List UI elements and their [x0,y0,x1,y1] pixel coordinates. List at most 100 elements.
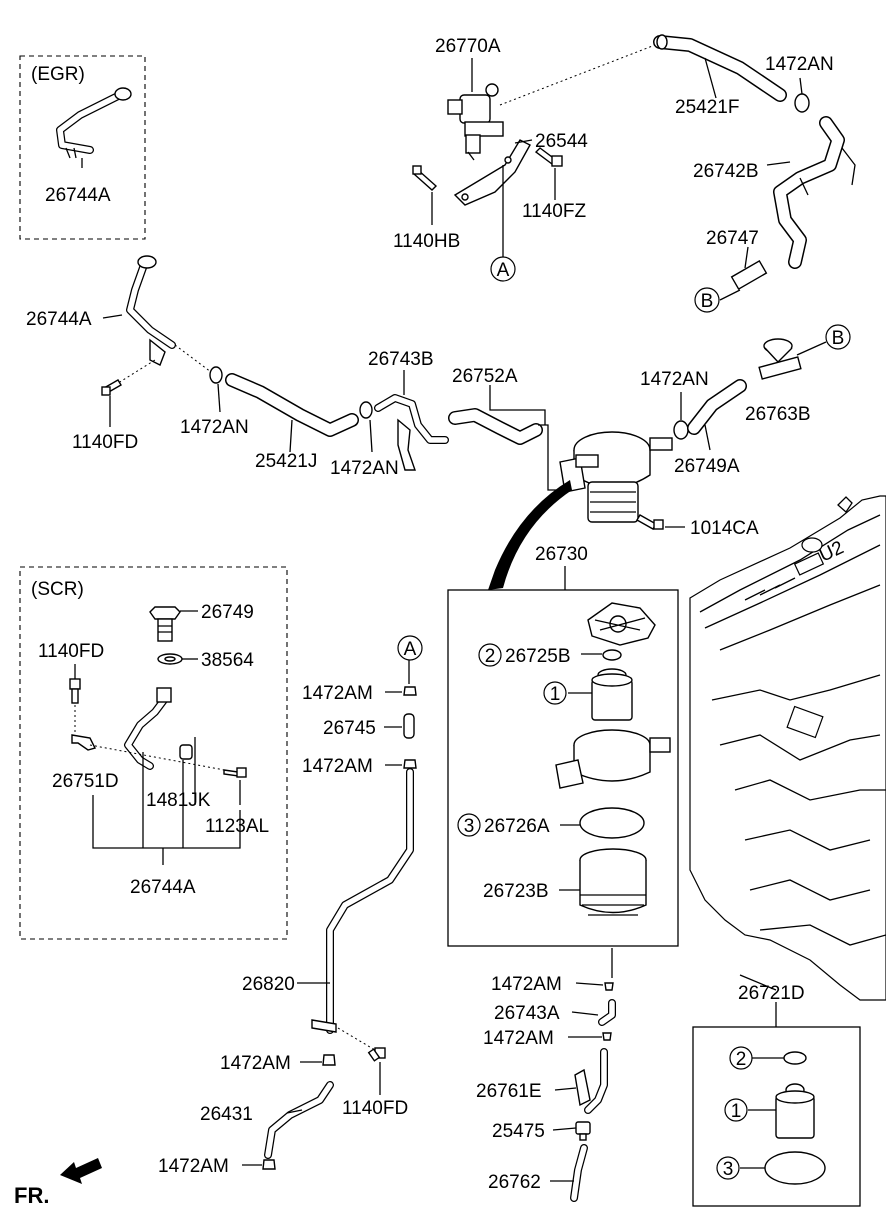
callout-B-hose: B [694,287,720,313]
leader-B-26763B [796,341,827,356]
label-1472AM-5: 1472AM [491,974,562,995]
label-front: FR. [14,1183,49,1208]
label-26820: 26820 [242,974,295,995]
label-26751D: 26751D [52,771,119,792]
label-1472AN-left: 1472AN [180,417,249,438]
label-1472AM-2: 1472AM [302,756,373,777]
callout-3-kit: 3 [716,1156,740,1180]
svg-text:3: 3 [723,1159,734,1180]
callout-B-fitting: B [825,324,851,350]
label-26742B: 26742B [693,161,759,182]
pipe-26744A-main [126,255,176,366]
hose-26749A [687,379,747,435]
label-1472AN-top: 1472AN [765,54,834,75]
clamp-1472AN-top [794,93,810,113]
kit-oring [783,1051,807,1065]
valve-26770A [447,83,504,161]
group-label-scr: (SCR) [31,579,84,600]
svg-text:B: B [701,291,714,312]
label-26744A-scr: 26744A [130,877,196,898]
label-1472AM-3: 1472AM [220,1053,291,1074]
oring-26725B [602,649,622,661]
label-1472AM-1: 1472AM [302,683,373,704]
egr-pipe-26744A [56,87,132,159]
label-1472AM-6: 1472AM [483,1028,554,1049]
label-26747: 26747 [706,228,759,249]
leader-filter-connection [538,424,560,491]
front-arrow-icon [60,1158,102,1184]
label-1014CA: 1014CA [690,518,759,539]
callout-1-box: 1 [543,681,567,705]
hose-25421F [653,34,787,102]
label-1472AM-4: 1472AM [158,1156,229,1177]
clip-1472AM-1 [403,686,417,696]
label-1472AN-center: 1472AN [330,458,399,479]
hose-26752A [448,408,543,445]
scr-leader-bracket [92,752,241,865]
kit-gasket [764,1151,826,1185]
filter-assembly-box [447,589,679,947]
filter-element-1 [591,668,633,721]
group-label-egr: (EGR) [31,64,85,85]
svg-text:A: A [404,639,417,660]
kit-filter-element [775,1083,815,1139]
label-26770A: 26770A [435,36,501,57]
bracket-26544 [453,139,531,206]
arrow-to-exploded-view [488,480,572,590]
bolt-1140FZ [534,147,563,167]
leader-lines [74,57,803,1182]
label-26721D: 26721D [738,983,805,1004]
label-26752A: 26752A [452,366,518,387]
svg-text:1: 1 [731,1101,742,1122]
dashdot-scr-diagonal [89,744,236,773]
label-26745: 26745 [323,718,376,739]
label-1140FZ: 1140FZ [522,201,586,222]
pipe-26762 [570,1144,588,1202]
pipe-26745 [403,713,415,739]
label-1481JK: 1481JK [146,790,211,811]
scr-group-box [19,566,288,940]
pipe-26743A [598,999,616,1026]
label-26431: 26431 [200,1104,253,1125]
label-26743A: 26743A [494,1003,560,1024]
connector-26747 [730,259,768,291]
hose-25421J [225,373,359,437]
label-25475: 25475 [492,1121,545,1142]
callout-2-kit: 2 [729,1046,753,1070]
hose-26742B [773,116,856,269]
bolt-1140FD-main [101,379,122,396]
label-26723B: 26723B [483,881,549,902]
svg-text:A: A [497,260,510,281]
svg-text:3: 3 [464,816,475,837]
label-26544: 26544 [535,131,588,152]
gasket-26726A [579,807,645,839]
bolt-1014CA [636,514,664,530]
label-1140FD-scr: 1140FD [38,641,104,662]
dashdot-line-1140FD [114,359,156,386]
label-1123AL: 1123AL [205,816,269,837]
scr-pipe [71,687,172,770]
svg-text:B: B [832,328,845,349]
label-26726A: 26726A [484,816,550,837]
callout-2-box: 2 [478,643,502,667]
dashdot-26820-bolt [337,1027,376,1051]
bolt-26749 [149,606,181,642]
fuel-filter-assembly-upper [559,431,673,523]
label-26762: 26762 [488,1172,541,1193]
label-26743B: 26743B [368,349,434,370]
part-labels: (EGR) (SCR) 26770A 1472AN 25421F 26544 2… [14,36,834,1208]
label-26761E: 26761E [476,1081,542,1102]
clamp-1472AN-center [359,401,373,419]
egr-group-box [19,55,146,240]
label-26744A-egr: 26744A [45,185,111,206]
label-38564: 38564 [201,650,254,671]
label-25421F: 25421F [675,97,739,118]
pipe-26431 [264,1081,334,1159]
filter-cartridge-26723B [579,848,647,916]
pipe-26820 [311,768,414,1034]
callout-A-top: A [490,256,516,282]
bolt-1140HB [412,165,438,191]
engine-block-illustration: U2 [689,495,886,1001]
label-26749A: 26749A [674,456,740,477]
